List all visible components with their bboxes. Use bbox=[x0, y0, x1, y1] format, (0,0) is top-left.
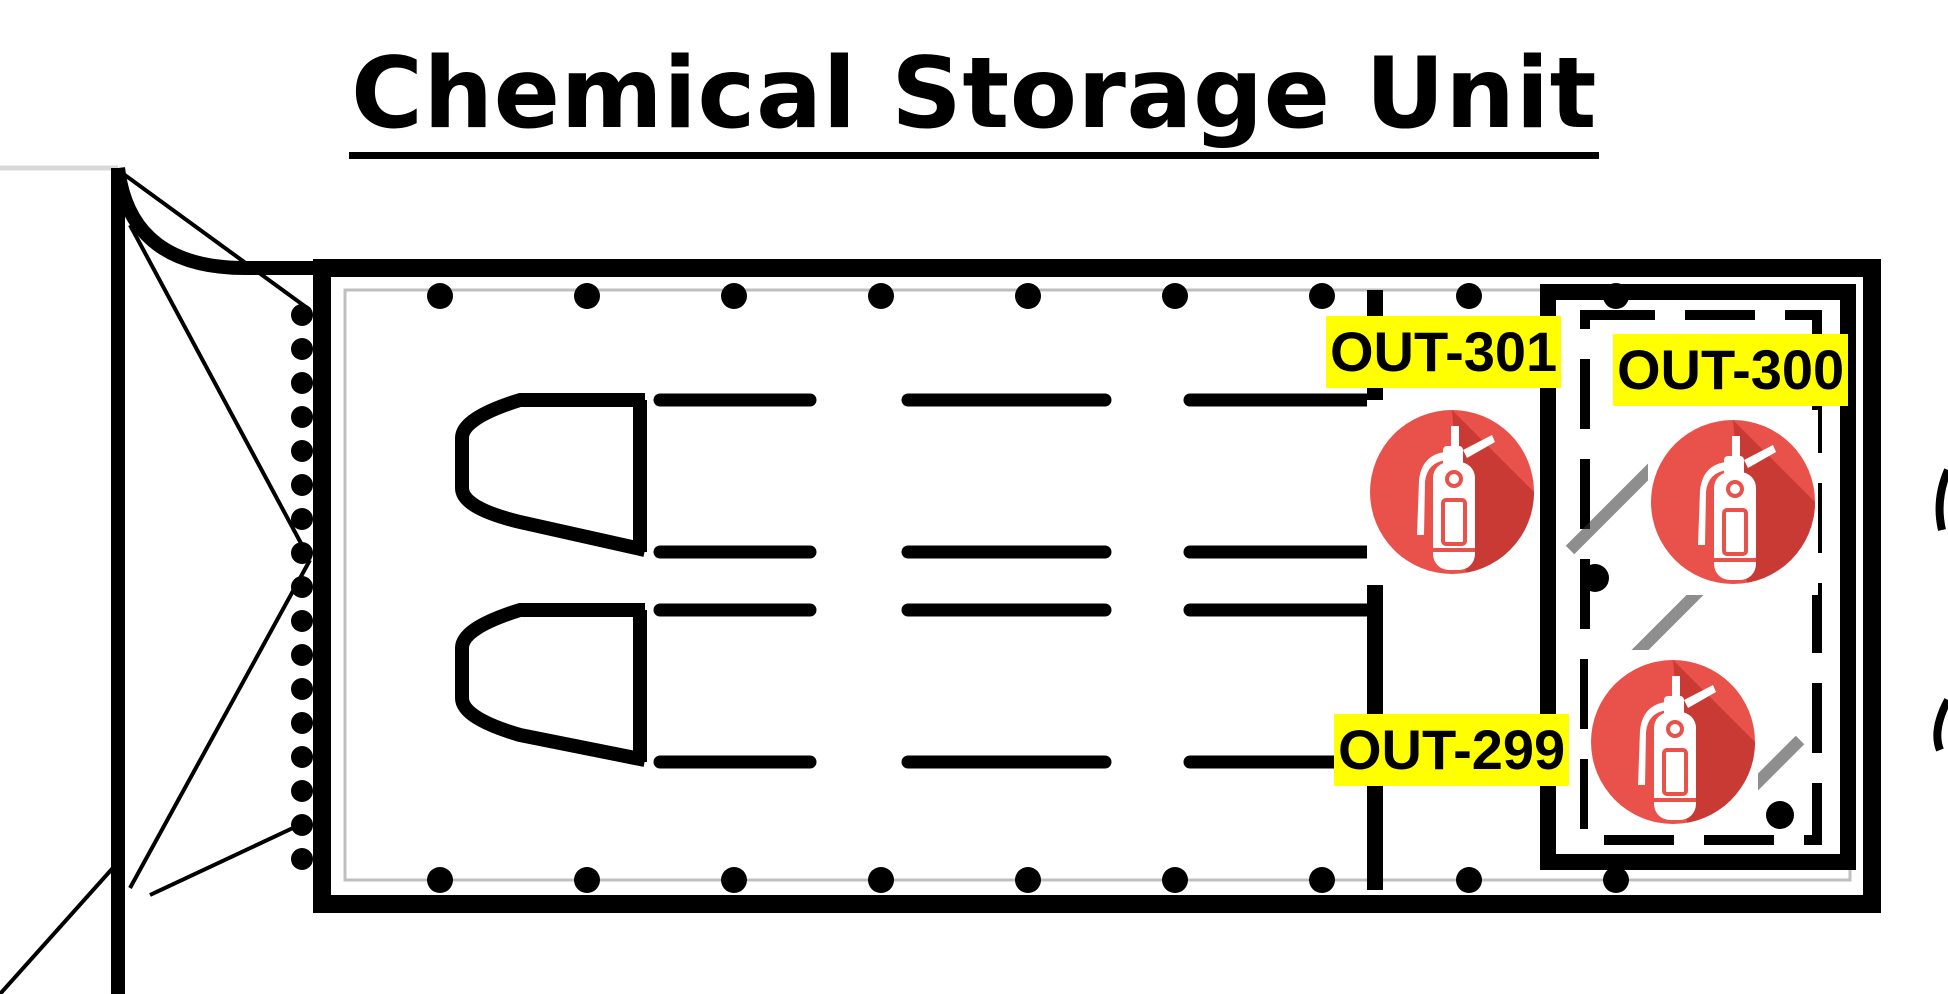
scallop bbox=[291, 474, 313, 496]
rivet bbox=[868, 867, 894, 893]
scallop bbox=[291, 304, 313, 326]
scallop bbox=[291, 542, 313, 564]
rivet bbox=[574, 283, 600, 309]
rivet bbox=[427, 283, 453, 309]
cross-bracing bbox=[0, 168, 312, 994]
marker-label-out-301: OUT-301 bbox=[1326, 316, 1562, 388]
title-text: Chemical Storage Unit bbox=[348, 43, 1600, 159]
rivet bbox=[721, 283, 747, 309]
fire-extinguisher-icon[interactable] bbox=[1588, 650, 1758, 835]
rivet bbox=[1309, 283, 1335, 309]
scalloped-wall bbox=[291, 304, 313, 870]
building-outline bbox=[111, 167, 320, 994]
scallop bbox=[291, 712, 313, 734]
rivet bbox=[1162, 283, 1188, 309]
rivet bbox=[1162, 867, 1188, 893]
fire-extinguisher-icon[interactable] bbox=[1367, 400, 1537, 585]
rivet bbox=[1603, 867, 1629, 893]
compartment-dot bbox=[1581, 564, 1609, 592]
rivet bbox=[1309, 867, 1335, 893]
scallop bbox=[291, 440, 313, 462]
rivet bbox=[1015, 283, 1041, 309]
scallop bbox=[291, 644, 313, 666]
scallop bbox=[291, 814, 313, 836]
storage-bays bbox=[455, 393, 647, 767]
rivet bbox=[427, 867, 453, 893]
edge-curve bbox=[1933, 698, 1948, 752]
rivet bbox=[868, 283, 894, 309]
marker-label-out-299: OUT-299 bbox=[1334, 714, 1570, 786]
scallop bbox=[291, 338, 313, 360]
scallop bbox=[291, 848, 313, 870]
rack-lines bbox=[653, 393, 1377, 769]
rivet bbox=[1015, 867, 1041, 893]
rivet bbox=[1456, 283, 1482, 309]
scallop bbox=[291, 678, 313, 700]
rivet bbox=[574, 867, 600, 893]
edge-curve bbox=[1935, 468, 1948, 531]
scallop bbox=[291, 610, 313, 632]
scallop bbox=[291, 746, 313, 768]
right-compartment bbox=[1540, 284, 1856, 870]
fire-extinguisher-icon[interactable] bbox=[1648, 410, 1818, 595]
rivet bbox=[721, 867, 747, 893]
container-outline bbox=[313, 259, 1881, 913]
scallop bbox=[291, 576, 313, 598]
scallop bbox=[291, 780, 313, 802]
compartment-dot bbox=[1766, 801, 1794, 829]
scallop bbox=[291, 406, 313, 428]
page-title: Chemical Storage Unit bbox=[0, 38, 1948, 159]
scallop bbox=[291, 508, 313, 530]
scallop bbox=[291, 372, 313, 394]
marker-label-out-300: OUT-300 bbox=[1613, 334, 1849, 406]
rivet bbox=[1456, 867, 1482, 893]
